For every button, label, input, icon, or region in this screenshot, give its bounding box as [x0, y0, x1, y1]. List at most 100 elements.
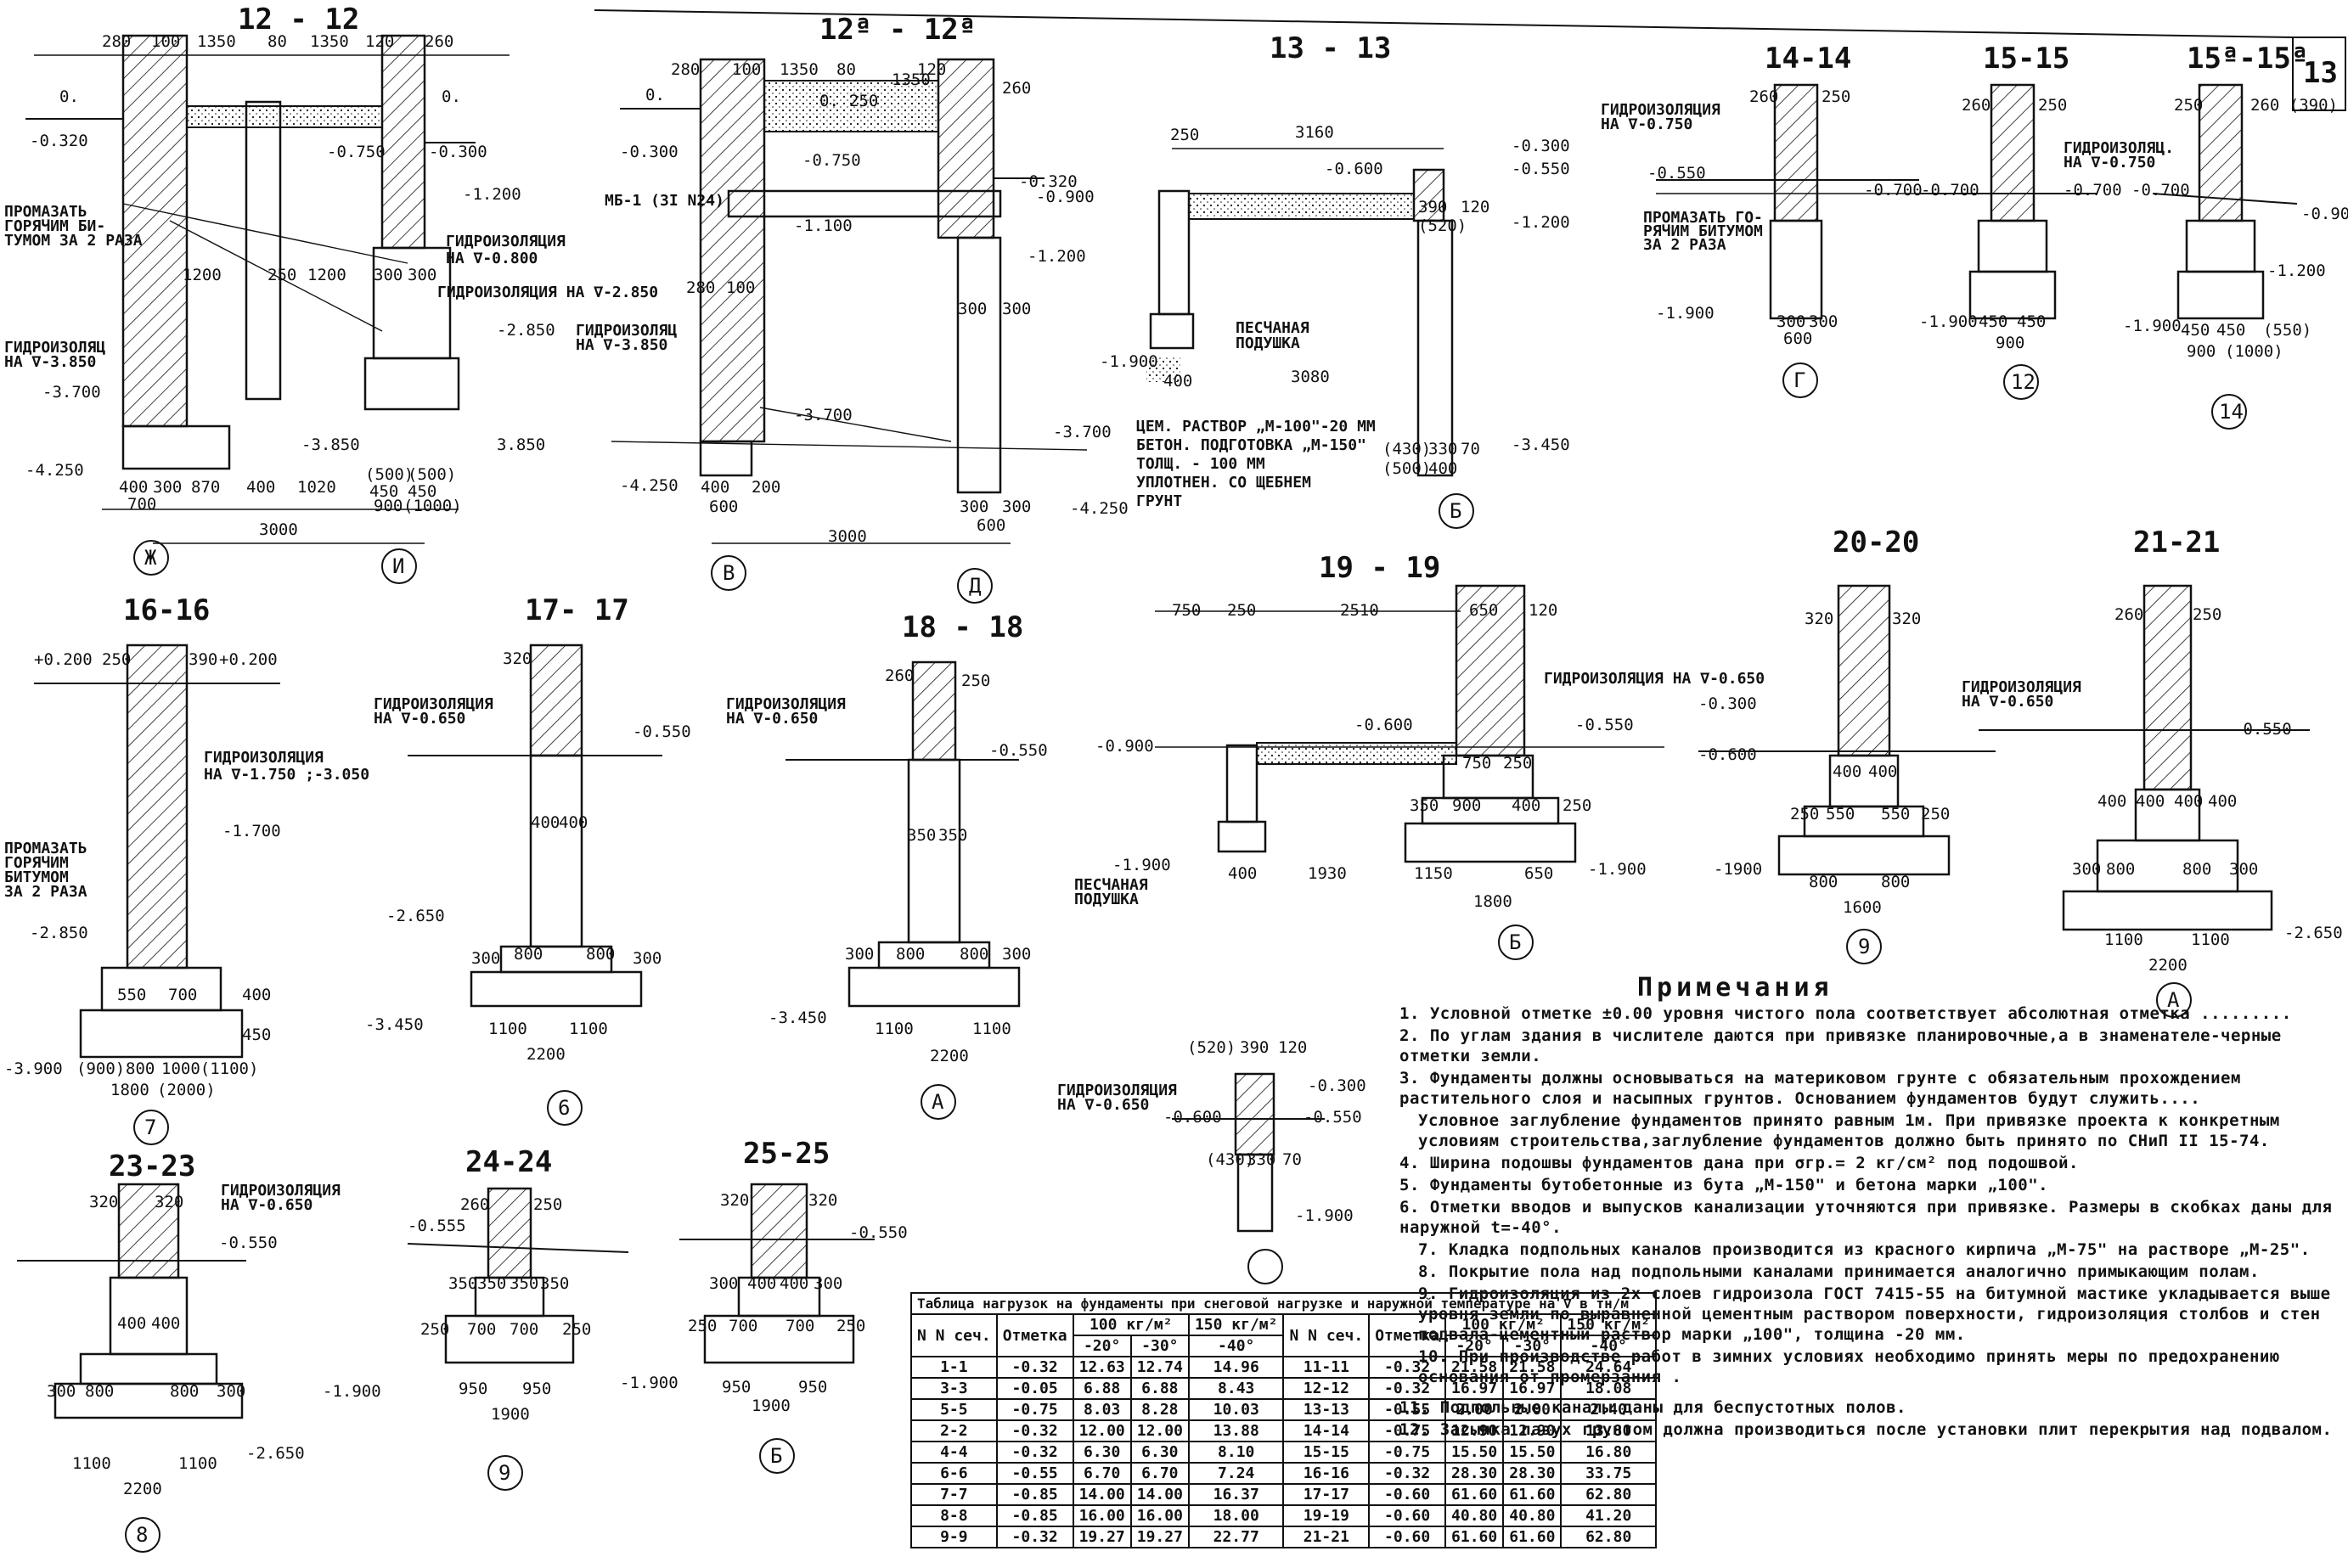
svg-text:БЕТОН. ПОДГОТОВКА „М-150": БЕТОН. ПОДГОТОВКА „М-150"	[1136, 436, 1366, 454]
svg-text:250: 250	[102, 650, 131, 669]
svg-text:320: 320	[1892, 610, 1921, 628]
svg-text:-0.700: -0.700	[2131, 181, 2190, 200]
svg-text:ГИДРОИЗОЛЯЦИЯ НА ∇-2.850: ГИДРОИЗОЛЯЦИЯ НА ∇-2.850	[437, 284, 658, 301]
loads-table: Таблица нагрузок на фундаменты при снего…	[910, 1292, 1657, 1548]
svg-text:550: 550	[117, 986, 146, 1004]
title-s15: 15-15	[1983, 42, 2069, 76]
svg-text:300: 300	[633, 949, 662, 968]
svg-text:(900): (900)	[76, 1059, 125, 1078]
svg-text:1100: 1100	[972, 1020, 1011, 1038]
svg-text:6: 6	[558, 1096, 570, 1120]
svg-text:0.: 0.	[645, 86, 665, 104]
svg-text:600: 600	[1783, 329, 1812, 348]
table-cell: 16.97	[1502, 1377, 1563, 1400]
svg-text:ГИДРОИЗОЛЯЦИЯ: ГИДРОИЗОЛЯЦИЯ	[221, 1182, 341, 1200]
table-cell: 3-3	[910, 1377, 998, 1400]
svg-text:(500): (500)	[1382, 459, 1431, 478]
svg-text:-0.600: -0.600	[1698, 745, 1757, 764]
table-cell: 14.00	[1072, 1483, 1132, 1506]
svg-text:250: 250	[1503, 754, 1532, 773]
svg-text:600: 600	[977, 516, 1005, 535]
table-cell: 8.10	[1187, 1441, 1285, 1464]
svg-text:А: А	[2167, 988, 2180, 1012]
svg-text:400: 400	[2208, 792, 2237, 811]
svg-text:-1.900: -1.900	[620, 1374, 678, 1392]
svg-text:1100: 1100	[875, 1020, 914, 1038]
table-cell: -0.32	[995, 1419, 1074, 1442]
svg-text:1100: 1100	[72, 1454, 111, 1473]
axis-I: И	[392, 554, 404, 578]
svg-text:400: 400	[119, 478, 148, 497]
svg-text:320: 320	[503, 649, 532, 668]
svg-text:ПРОМАЗАТЬ: ПРОМАЗАТЬ	[4, 203, 87, 221]
col-temp-40b: -40°	[1560, 1335, 1657, 1357]
svg-text:9: 9	[1858, 935, 1870, 958]
svg-text:250: 250	[849, 92, 878, 110]
col-temp-40: -40°	[1187, 1335, 1285, 1357]
svg-text:700: 700	[168, 986, 197, 1004]
svg-text:550: 550	[1826, 805, 1855, 823]
svg-text:390: 390	[1240, 1038, 1269, 1057]
svg-text:80: 80	[836, 60, 856, 79]
svg-text:БИТУМОМ: БИТУМОМ	[4, 868, 69, 886]
col-header-100b: 100 кг/м²	[1444, 1313, 1563, 1336]
svg-text:800: 800	[514, 945, 543, 964]
svg-text:ПЕСЧАНАЯ: ПЕСЧАНАЯ	[1236, 319, 1309, 337]
svg-text:ГОРЯЧИМ БИ-: ГОРЯЧИМ БИ-	[4, 217, 105, 235]
table-cell: 2-2	[910, 1419, 998, 1442]
svg-text:320: 320	[155, 1193, 183, 1211]
svg-text:300: 300	[47, 1382, 76, 1401]
table-cell: 21.58	[1444, 1356, 1505, 1379]
svg-text:250: 250	[836, 1317, 865, 1335]
notes-heading: Примечания	[1637, 973, 1833, 1003]
table-cell: 61.60	[1502, 1483, 1563, 1506]
table-cell: -0.75	[1368, 1441, 1447, 1464]
table-cell: 12.00	[1129, 1419, 1190, 1442]
table-cell: 14.00	[1129, 1483, 1190, 1506]
svg-text:350: 350	[938, 826, 967, 845]
svg-text:-1.200: -1.200	[1512, 213, 1570, 232]
svg-text:1100: 1100	[569, 1020, 608, 1038]
svg-text:1100: 1100	[488, 1020, 527, 1038]
svg-text:800: 800	[170, 1382, 199, 1401]
svg-text:250: 250	[961, 672, 990, 690]
svg-text:320: 320	[808, 1191, 837, 1210]
svg-text:200: 200	[752, 478, 780, 497]
svg-text:-0.550: -0.550	[2233, 720, 2292, 739]
svg-text:В: В	[723, 561, 735, 585]
svg-text:800: 800	[1809, 873, 1838, 891]
svg-text:260: 260	[1002, 79, 1031, 98]
svg-text:280: 280	[102, 32, 131, 51]
svg-text:ПОДУШКА: ПОДУШКА	[1074, 891, 1139, 908]
svg-text:-1.900: -1.900	[1588, 860, 1647, 879]
svg-text:400: 400	[1512, 796, 1540, 815]
svg-text:800: 800	[2106, 860, 2135, 879]
svg-text:Б: Б	[1450, 499, 1461, 523]
svg-text:ГИДРОИЗОЛЯЦИЯ: ГИДРОИЗОЛЯЦИЯ	[726, 695, 846, 713]
svg-text:-1.900: -1.900	[323, 1382, 381, 1401]
svg-text:1100: 1100	[2191, 930, 2230, 949]
col-header-otm: Отметка	[995, 1313, 1074, 1357]
svg-text:800: 800	[586, 945, 615, 964]
svg-text:-4.250: -4.250	[620, 476, 678, 495]
table-cell: -0.32	[995, 1526, 1074, 1548]
svg-text:МБ-1 (ЗI N24): МБ-1 (ЗI N24)	[605, 192, 724, 210]
title-s23: 24-24	[465, 1145, 552, 1179]
svg-text:390: 390	[1418, 198, 1447, 216]
svg-text:400: 400	[1228, 864, 1257, 883]
svg-text:Г: Г	[1793, 368, 1805, 392]
svg-text:260: 260	[1962, 96, 1990, 115]
svg-text:1900: 1900	[752, 1397, 791, 1415]
svg-text:1200: 1200	[307, 266, 346, 284]
svg-text:450: 450	[1979, 312, 2007, 331]
table-cell: 62.80	[1560, 1526, 1657, 1548]
svg-text:-3.450: -3.450	[769, 1009, 827, 1027]
svg-text:ЗА 2 РАЗА: ЗА 2 РАЗА	[4, 883, 87, 901]
svg-text:-3.850: -3.850	[301, 436, 360, 454]
